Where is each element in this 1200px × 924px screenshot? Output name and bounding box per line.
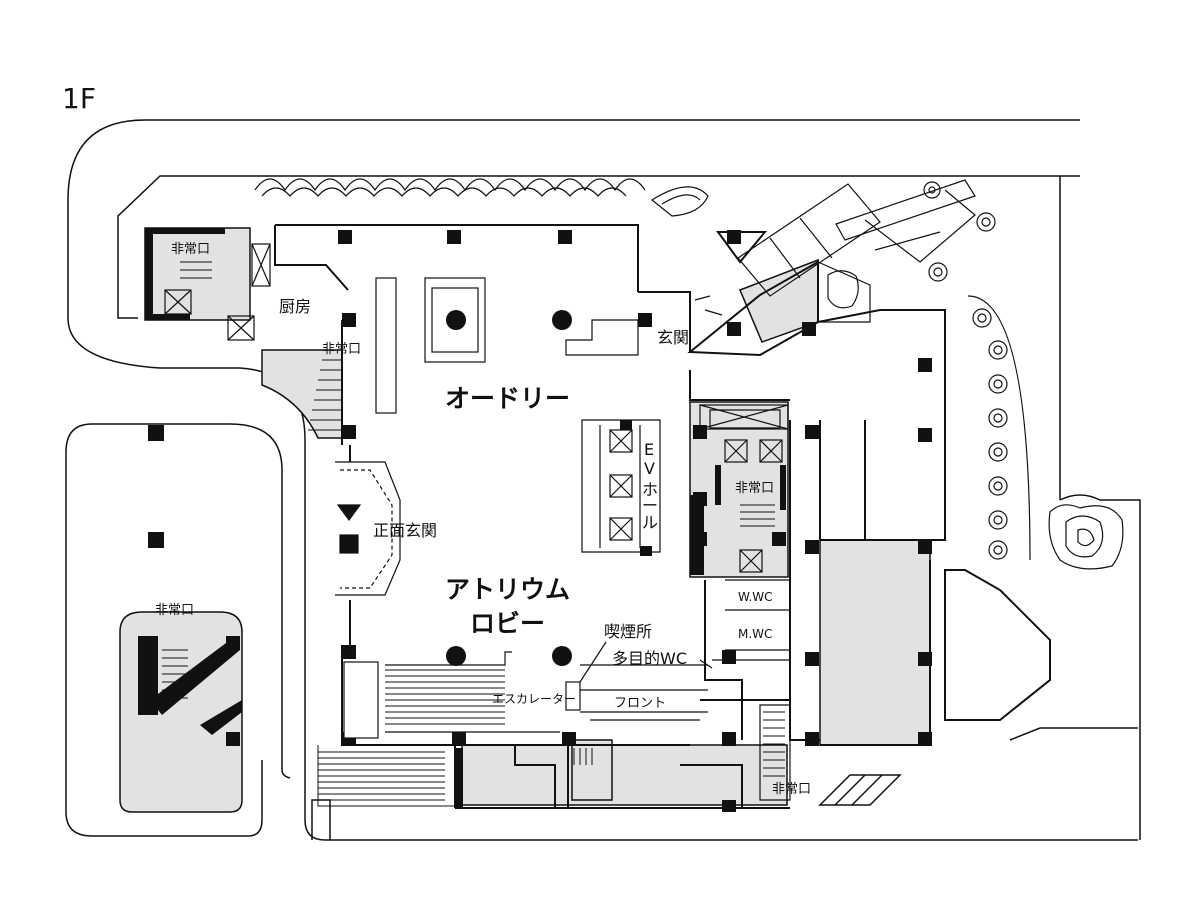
shaded-areas bbox=[119, 227, 931, 813]
thick-walls bbox=[138, 228, 786, 808]
room-label-escalator: エスカレーター bbox=[492, 692, 576, 706]
ev-hall-char-5: ル bbox=[642, 513, 658, 532]
room-label-audrey: オードリー bbox=[445, 384, 570, 413]
label-frames bbox=[343, 641, 713, 739]
room-label-entrance: 玄関 bbox=[657, 328, 689, 347]
room-label-main-entrance: 正面玄関 bbox=[373, 521, 437, 540]
room-label-smoking: 喫煙所 bbox=[604, 622, 652, 641]
shrubs-north bbox=[254, 178, 709, 217]
elevator-icon bbox=[164, 243, 789, 573]
ev-hall-char-1: E bbox=[644, 440, 654, 459]
emergency-exit-label-core: 非常口 bbox=[735, 481, 774, 496]
parking-stripes-icon bbox=[818, 774, 902, 806]
room-label-atrium-line1: アトリウム bbox=[445, 575, 570, 604]
ev-hall-char-3: ホ bbox=[642, 480, 658, 499]
shrubs-east bbox=[923, 181, 1124, 570]
labels: 1F オードリー アトリウム ロビー E V ホ ー ル 正面玄関 玄関 厨房 … bbox=[62, 82, 811, 797]
room-label-atrium-line2: ロビー bbox=[470, 609, 545, 638]
room-label-kitchen: 厨房 bbox=[279, 297, 311, 316]
emergency-exit-label-south: 非常口 bbox=[772, 782, 811, 797]
ev-hall-char-2: V bbox=[644, 459, 655, 478]
room-label-front: フロント bbox=[614, 696, 666, 711]
ev-hall-char-4: ー bbox=[642, 496, 658, 515]
road-outlines bbox=[65, 119, 1141, 841]
emergency-exit-label-nw: 非常口 bbox=[171, 242, 210, 257]
emergency-exit-label-west: 非常口 bbox=[155, 603, 194, 618]
room-label-multi-wc: 多目的WC bbox=[612, 649, 687, 668]
ne-canopy bbox=[694, 179, 976, 323]
emergency-exit-label-kitchen: 非常口 bbox=[322, 342, 361, 357]
room-label-w-wc: W.WC bbox=[738, 590, 773, 604]
revolving-door-icon bbox=[335, 461, 401, 596]
floor-label: 1F bbox=[62, 82, 96, 115]
room-label-m-wc: M.WC bbox=[738, 627, 772, 641]
